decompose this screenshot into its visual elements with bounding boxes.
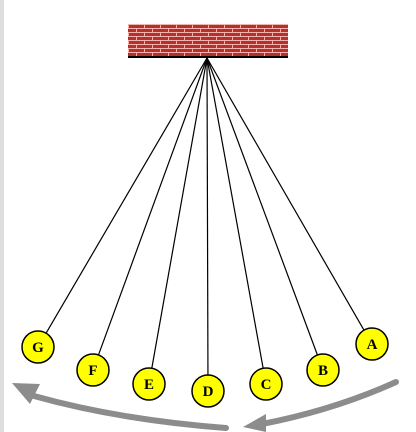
bob-label-d: D — [203, 384, 214, 400]
string-e — [151, 57, 208, 369]
pendulum-strings — [45, 57, 365, 376]
bob-circle-f — [76, 353, 110, 387]
bob-circle-c — [249, 367, 283, 401]
bob-label-b: B — [318, 363, 328, 379]
string-f — [97, 57, 208, 356]
string-c — [206, 57, 264, 369]
bob-circle-e — [132, 367, 166, 401]
pendulum-bobs: A B C D E F G — [21, 327, 389, 408]
bob-c: C — [249, 367, 283, 401]
brick-wall-icon — [128, 24, 288, 58]
string-g — [45, 57, 208, 334]
bob-label-a: A — [367, 337, 378, 353]
bob-b: B — [306, 353, 340, 387]
bob-label-c: C — [261, 377, 272, 393]
string-b — [206, 57, 318, 356]
bob-a: A — [355, 327, 389, 361]
bob-label-g: G — [32, 340, 44, 356]
left-edge-strip — [0, 0, 4, 432]
curved-arrow-center-to-left-icon — [31, 393, 229, 431]
bob-e: E — [132, 367, 166, 401]
bob-circle-d — [191, 374, 225, 408]
bob-circle-a — [355, 327, 389, 361]
bob-circle-b — [306, 353, 340, 387]
swing-direction-arrows — [12, 379, 399, 432]
curved-arrow-right-to-center-icon — [259, 379, 399, 427]
arrowhead-left-icon — [12, 383, 40, 404]
bob-g: G — [21, 330, 55, 364]
arrowhead-center-icon — [243, 414, 266, 432]
bob-d: D — [191, 374, 225, 408]
bob-label-e: E — [144, 377, 154, 393]
bob-circle-g — [21, 330, 55, 364]
string-a — [206, 57, 365, 331]
bob-label-f: F — [88, 363, 97, 379]
string-d — [206, 57, 209, 376]
bob-f: F — [76, 353, 110, 387]
